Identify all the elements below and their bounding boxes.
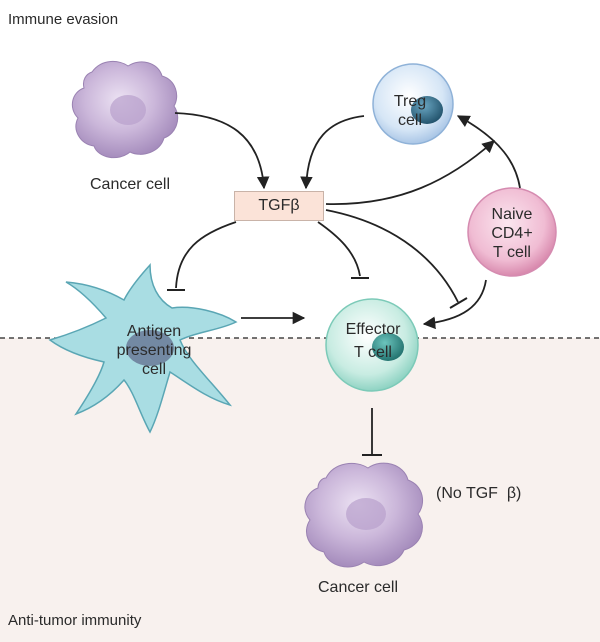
apc-label-line2: presenting [116,342,192,359]
treg-label-line1: Treg [393,93,427,110]
apc-label-line3: cell [141,361,166,378]
inhibit-tgfb-to-apc [175,221,237,289]
effector-label-line2: T cell [354,344,392,361]
region-label-immune-evasion: Immune evasion [8,11,119,28]
treg-cell [372,63,454,145]
top-region [0,0,600,338]
antigen-presenting-cell [48,263,238,434]
inhibit-tgfb-to-effector [317,221,361,277]
arrow-naive-to-treg [456,115,521,189]
inhibit-tgfb-to-differentiation [325,209,459,303]
tgfb-box: TGFβ [234,191,324,221]
effector-label-line1: Effector [345,321,401,338]
inhibit-bar-differentiation [449,297,468,309]
region-label-anti-tumor-immunity: Anti-tumor immunity [8,612,142,629]
cancer-cell-bottom [304,462,424,568]
naive-label-line2: CD4+ [491,225,533,242]
arrow-naive-to-effector [422,279,487,330]
arrow-treg-to-tgfb [300,115,365,190]
arrow-tgfb-to-treg [325,140,495,205]
apc-label-line1: Antigen [126,323,182,340]
cancer-cell-bottom-label: Cancer cell [318,579,399,596]
effector-t-cell [325,298,419,392]
naive-cd4-t-cell [467,187,557,277]
cancer-cell-top-label: Cancer cell [90,176,171,193]
naive-label-line1: Naive [491,206,533,223]
no-tgfb-note: (No TGF β) [436,485,522,502]
cancer-cell-top [71,61,179,159]
tgfb-label: TGFβ [258,197,300,214]
naive-label-line3: T cell [493,244,531,261]
arrow-cancer-to-tgfb [174,112,270,190]
treg-label-line2: cell [397,112,422,129]
